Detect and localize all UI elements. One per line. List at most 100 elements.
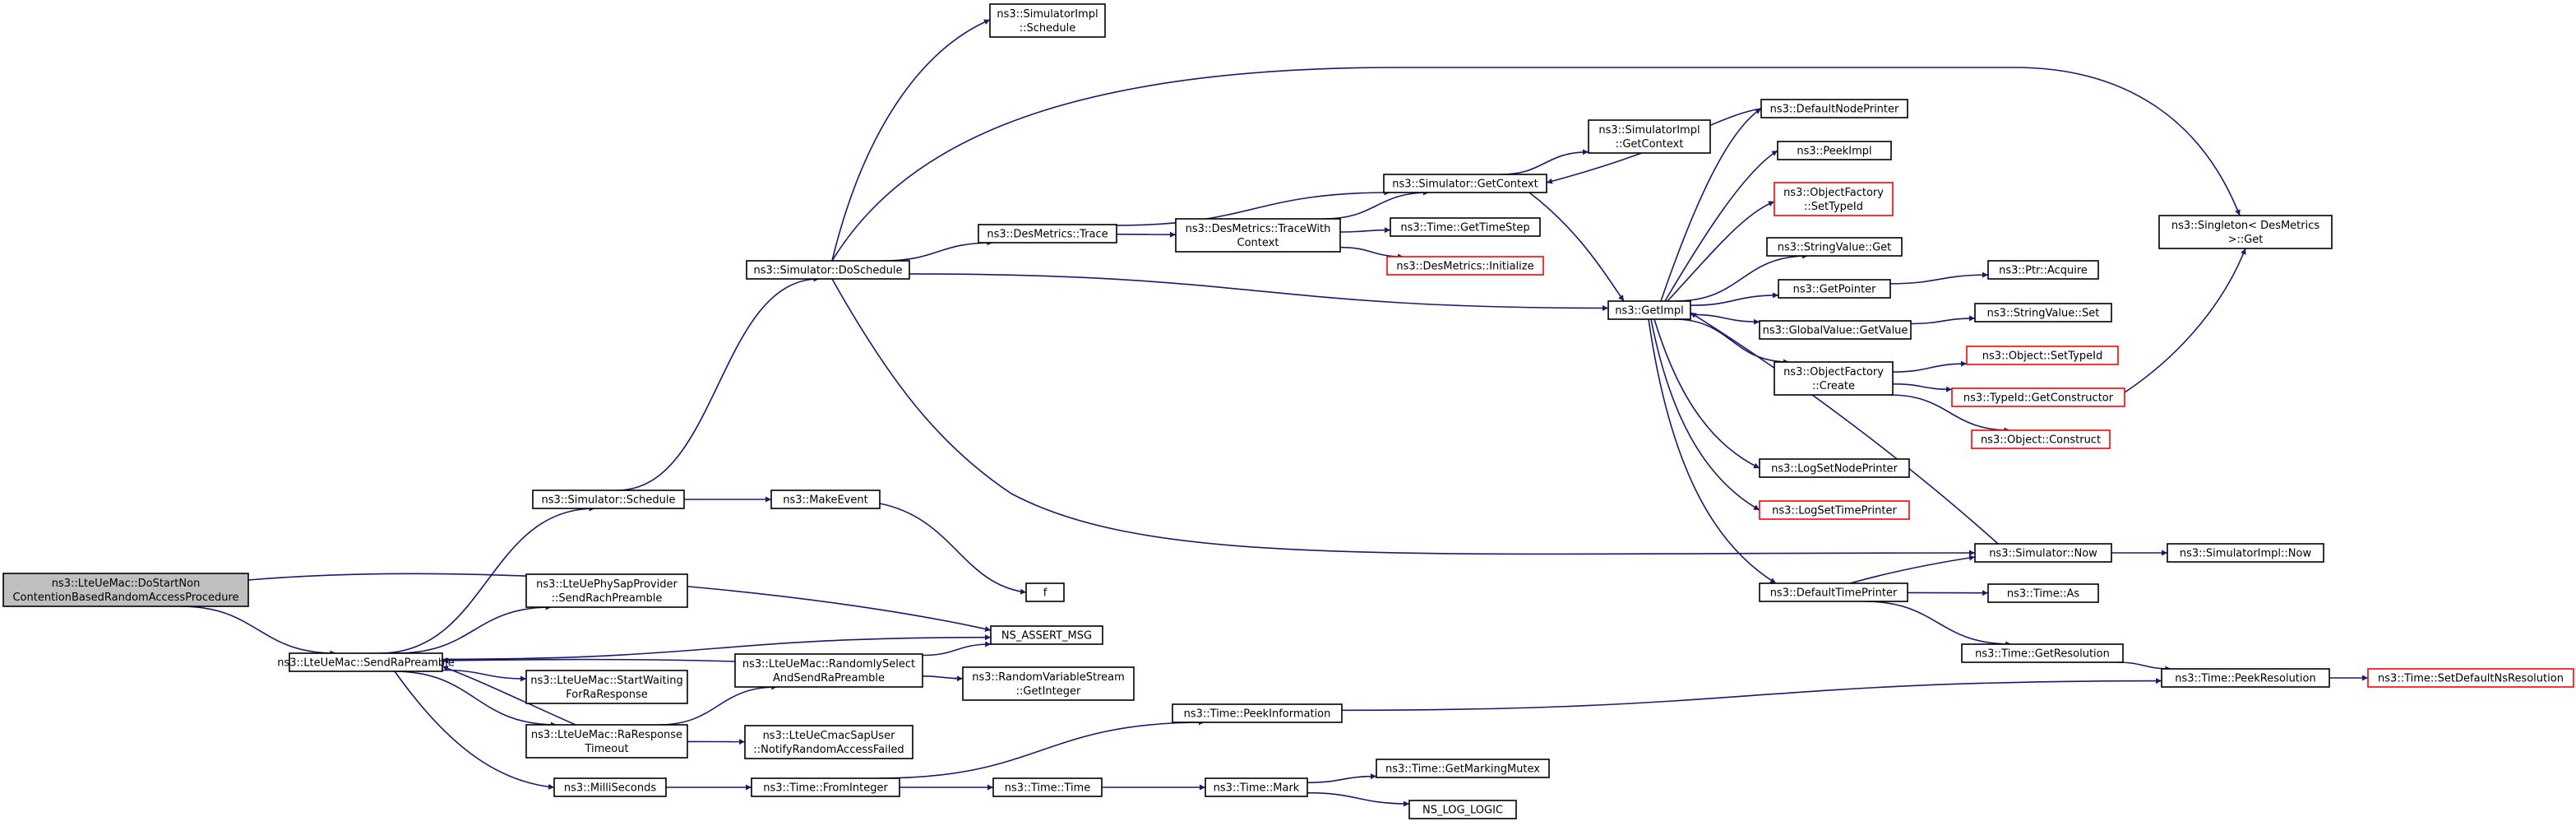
function-node-timeAs[interactable]: ns3::Time::As	[1987, 583, 2099, 603]
node-box[interactable]	[1971, 429, 2111, 449]
function-node-desTrace[interactable]: ns3::DesMetrics::Trace	[978, 224, 1117, 244]
function-node-nsAssert[interactable]: NS_ASSERT_MSG	[990, 625, 1103, 645]
node-box[interactable]	[1172, 703, 1343, 723]
node-box[interactable]	[1974, 303, 2112, 323]
function-node-gvGetValue[interactable]: ns3::GlobalValue::GetValue	[1759, 320, 1912, 340]
node-box[interactable]	[1987, 583, 2099, 603]
function-node-defaultNodePrinter[interactable]: ns3::DefaultNodePrinter	[1760, 99, 1908, 118]
function-node-getImpl[interactable]: ns3::GetImpl	[1607, 300, 1691, 320]
node-box[interactable]	[1774, 182, 1894, 216]
node-box[interactable]	[1966, 346, 2119, 365]
node-box[interactable]	[1759, 458, 1910, 478]
function-node-milliSeconds[interactable]: ns3::MilliSeconds	[553, 777, 667, 797]
node-box[interactable]	[1951, 387, 2125, 407]
node-box[interactable]	[1408, 800, 1517, 819]
function-node-timeGetMarkingMutex[interactable]: ns3::Time::GetMarkingMutex	[1376, 759, 1550, 778]
node-box[interactable]	[289, 652, 443, 672]
node-box[interactable]	[734, 653, 923, 688]
function-node-singletonGet[interactable]: ns3::Singleton< DesMetrics>::Get	[2158, 215, 2333, 249]
function-node-nsLogLogic[interactable]: NS_LOG_LOGIC	[1408, 800, 1517, 819]
function-node-timePeekResolution[interactable]: ns3::Time::PeekResolution	[2161, 668, 2330, 688]
node-box[interactable]	[1607, 300, 1691, 320]
function-node-timeSetDefaultNsRes[interactable]: ns3::Time::SetDefaultNsResolution	[2367, 668, 2574, 688]
node-box[interactable]	[990, 625, 1103, 645]
function-node-typeIdGetCtor[interactable]: ns3::TypeId::GetConstructor	[1951, 387, 2125, 407]
function-node-stringValueGet[interactable]: ns3::StringValue::Get	[1766, 237, 1903, 257]
node-box[interactable]	[770, 490, 881, 509]
node-box[interactable]	[1205, 777, 1308, 797]
function-node-objConstruct[interactable]: ns3::Object::Construct	[1971, 429, 2111, 449]
node-box[interactable]	[989, 3, 1106, 38]
function-node-makeEvent[interactable]: ns3::MakeEvent	[770, 490, 881, 509]
function-node-timePeekInformation[interactable]: ns3::Time::PeekInformation	[1172, 703, 1343, 723]
function-node-simImplGetContext[interactable]: ns3::SimulatorImpl::GetContext	[1588, 119, 1711, 154]
node-box[interactable]	[525, 724, 688, 759]
function-node-timeGetResolution[interactable]: ns3::Time::GetResolution	[1961, 643, 2124, 663]
function-node-simImplSchedule[interactable]: ns3::SimulatorImpl::Schedule	[989, 3, 1106, 38]
node-box[interactable]	[1759, 500, 1910, 520]
node-box[interactable]	[2367, 668, 2574, 688]
node-box[interactable]	[978, 224, 1117, 244]
function-node-simNow[interactable]: ns3::Simulator::Now	[1974, 543, 2112, 563]
function-node-ptrAcquire[interactable]: ns3::Ptr::Acquire	[1987, 260, 2099, 280]
node-box[interactable]	[525, 573, 688, 608]
function-node-timeTime[interactable]: ns3::Time::Time	[992, 777, 1103, 797]
node-box[interactable]	[962, 666, 1135, 701]
node-box[interactable]	[1386, 256, 1544, 276]
function-node-ofCreate[interactable]: ns3::ObjectFactory::Create	[1774, 361, 1894, 396]
function-node-simGetContext[interactable]: ns3::Simulator::GetContext	[1383, 174, 1547, 193]
node-box[interactable]	[2158, 215, 2333, 249]
function-node-stringValueSet[interactable]: ns3::StringValue::Set	[1974, 303, 2112, 323]
node-box[interactable]	[1777, 141, 1892, 160]
node-box[interactable]	[1025, 582, 1065, 602]
function-node-randomlySelect[interactable]: ns3::LteUeMac::RandomlySelectAndSendRaPr…	[734, 653, 923, 688]
node-box[interactable]	[1175, 218, 1341, 253]
function-node-timeFromInteger[interactable]: ns3::Time::FromInteger	[751, 777, 900, 797]
node-box[interactable]	[1760, 99, 1908, 118]
node-box[interactable]	[2167, 543, 2324, 563]
function-node-logSetTimePrinter[interactable]: ns3::LogSetTimePrinter	[1759, 500, 1910, 520]
function-node-timeGetTimeStep[interactable]: ns3::Time::GetTimeStep	[1390, 217, 1541, 237]
function-node-timeMark[interactable]: ns3::Time::Mark	[1205, 777, 1308, 797]
function-node-defaultTimePrinter[interactable]: ns3::DefaultTimePrinter	[1759, 582, 1908, 602]
function-node-root[interactable]: ns3::LteUeMac::DoStartNonContentionBased…	[2, 573, 249, 607]
node-box[interactable]	[532, 490, 685, 509]
node-box[interactable]	[1766, 237, 1903, 257]
node-box[interactable]	[1390, 217, 1541, 237]
node-box[interactable]	[1759, 320, 1912, 340]
function-node-f[interactable]: f	[1025, 582, 1065, 602]
node-box[interactable]	[553, 777, 667, 797]
node-box[interactable]	[1961, 643, 2124, 663]
function-node-simSchedule[interactable]: ns3::Simulator::Schedule	[532, 490, 685, 509]
node-box[interactable]	[1588, 119, 1711, 154]
function-node-simImplNow[interactable]: ns3::SimulatorImpl::Now	[2167, 543, 2324, 563]
node-box[interactable]	[992, 777, 1103, 797]
node-box[interactable]	[1974, 543, 2112, 563]
node-box[interactable]	[744, 725, 913, 759]
node-box[interactable]	[1383, 174, 1547, 193]
node-box[interactable]	[2, 573, 249, 607]
node-box[interactable]	[1376, 759, 1550, 778]
node-box[interactable]	[1774, 361, 1894, 396]
function-node-sendRaPreamble[interactable]: ns3::LteUeMac::SendRaPreamble	[277, 652, 455, 672]
function-node-objSetTypeId[interactable]: ns3::Object::SetTypeId	[1966, 346, 2119, 365]
function-node-desInitialize[interactable]: ns3::DesMetrics::Initialize	[1386, 256, 1544, 276]
node-box[interactable]	[525, 670, 688, 704]
function-node-peekImpl[interactable]: ns3::PeekImpl	[1777, 141, 1892, 160]
node-box[interactable]	[1759, 582, 1908, 602]
node-box[interactable]	[1778, 279, 1891, 299]
node-box[interactable]	[2161, 668, 2330, 688]
node-box[interactable]	[1987, 260, 2099, 280]
node-box[interactable]	[746, 260, 910, 280]
function-node-rvsGetInteger[interactable]: ns3::RandomVariableStream::GetInteger	[962, 666, 1135, 701]
function-node-doSchedule[interactable]: ns3::Simulator::DoSchedule	[746, 260, 910, 280]
function-node-sendRach[interactable]: ns3::LteUePhySapProvider::SendRachPreamb…	[525, 573, 688, 608]
function-node-logSetNodePrinter[interactable]: ns3::LogSetNodePrinter	[1759, 458, 1910, 478]
node-box[interactable]	[751, 777, 900, 797]
function-node-ofSetTypeId[interactable]: ns3::ObjectFactory::SetTypeId	[1774, 182, 1894, 216]
function-node-getPointer[interactable]: ns3::GetPointer	[1778, 279, 1891, 299]
function-node-notifyRaFailed[interactable]: ns3::LteUeCmacSapUser::NotifyRandomAcces…	[744, 725, 913, 759]
